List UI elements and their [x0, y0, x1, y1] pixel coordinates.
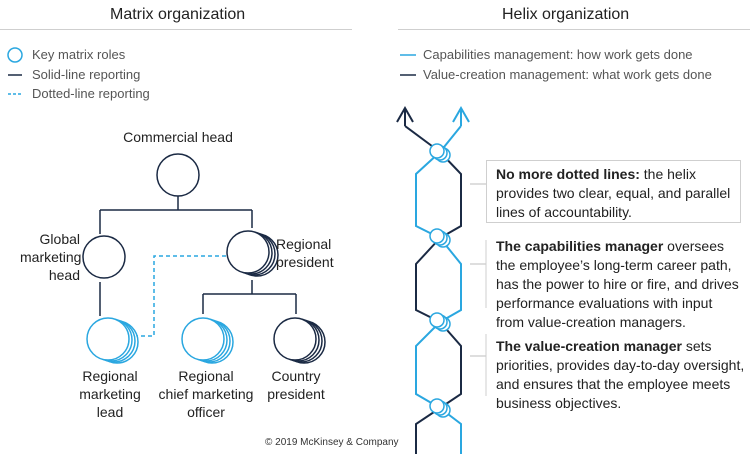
- legend-solid-line-reporting: Solid-line reporting: [32, 67, 141, 82]
- copyright: © 2019 McKinsey & Company: [265, 437, 399, 448]
- node-regional-president: [226, 230, 279, 277]
- arrow-up-icon: [452, 105, 470, 123]
- label-regional-marketing-lead: Regional marketing lead: [79, 368, 141, 420]
- label-regional-president: Regional president: [276, 236, 334, 270]
- node-country-president: [273, 317, 326, 364]
- arrow-up-icon: [396, 105, 414, 123]
- helix-capabilities-strand: [415, 110, 462, 454]
- helix-node: [429, 398, 451, 418]
- helix-title-rule: [398, 29, 750, 30]
- legend-dotted-line-reporting: Dotted-line reporting: [32, 86, 150, 101]
- legend-key-matrix-roles: Key matrix roles: [32, 47, 126, 62]
- label-country-president: Country president: [267, 368, 325, 402]
- matrix-title: Matrix organization: [110, 6, 246, 23]
- legend-value-creation-management: Value-creation management: what work get…: [423, 67, 712, 82]
- label-global-marketing-head: Global marketing head: [20, 231, 82, 283]
- note-capabilities-manager: The capabilities manager oversees the em…: [496, 238, 739, 330]
- helix-node: [429, 228, 451, 248]
- dotted-reporting-line: [134, 255, 230, 337]
- legend-capabilities-management: Capabilities management: how work gets d…: [423, 47, 693, 62]
- note-value-creation-manager: The value-creation manager sets prioriti…: [496, 338, 745, 411]
- circle-outline-icon: [7, 47, 23, 63]
- label-commercial-head: Commercial head: [123, 129, 233, 145]
- note-no-dotted-lines: No more dotted lines: the helix provides…: [496, 166, 731, 220]
- solid-reporting-lines: [99, 196, 297, 316]
- helix-node: [429, 143, 451, 163]
- label-regional-cmo: Regional chief marketing officer: [158, 368, 254, 420]
- node-regional-marketing-lead: [86, 317, 139, 364]
- node-commercial-head: [156, 153, 200, 197]
- note-box-no-dotted-lines: [486, 160, 741, 223]
- matrix-title-rule: [0, 29, 352, 30]
- helix-title: Helix organization: [502, 6, 630, 23]
- helix-node: [429, 312, 451, 332]
- node-regional-cmo: [181, 317, 234, 364]
- node-global-marketing-head: [82, 235, 126, 279]
